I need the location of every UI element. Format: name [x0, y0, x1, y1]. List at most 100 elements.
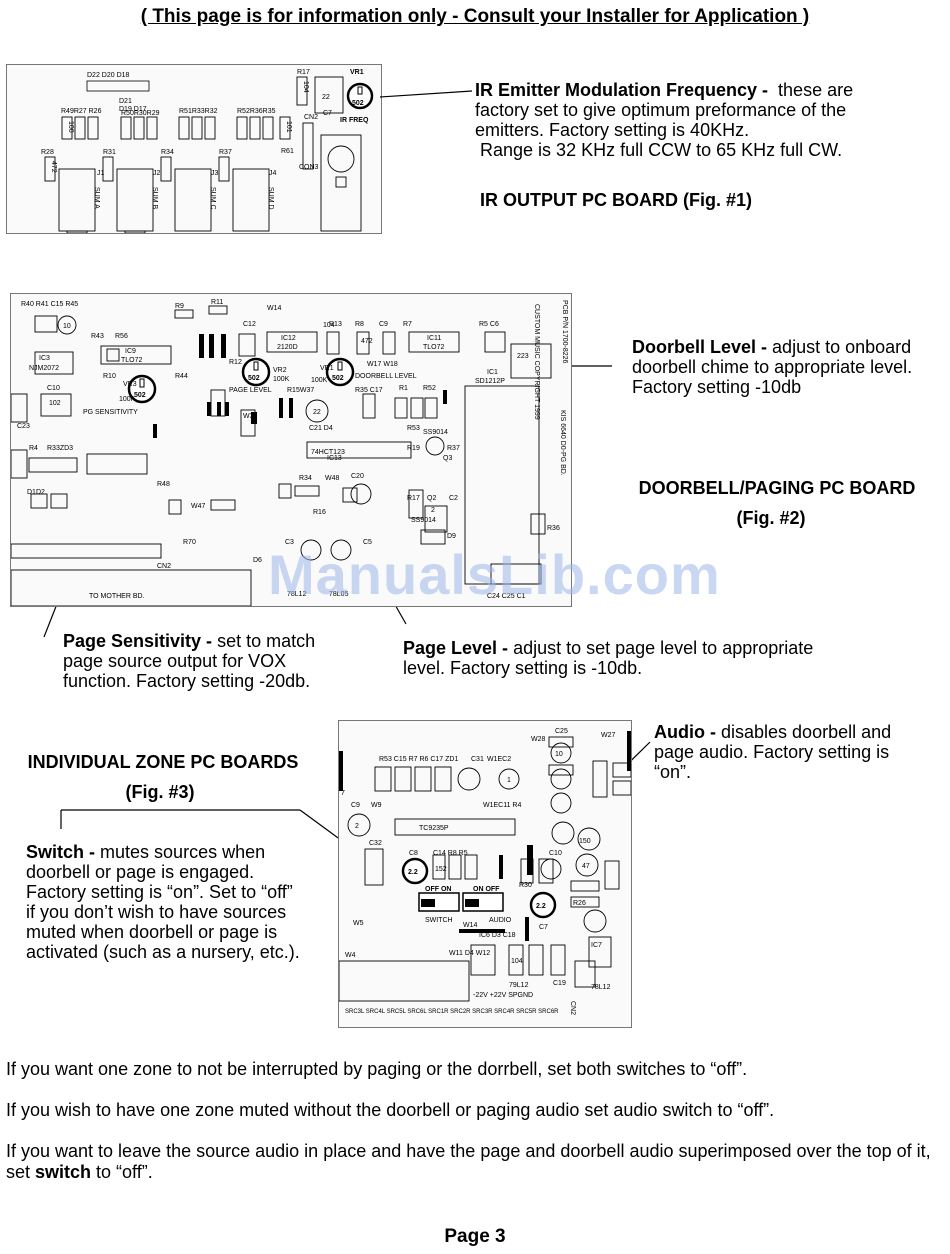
label-r34: R34 — [161, 149, 174, 156]
label-r61: R61 — [281, 148, 294, 155]
label-r9: R9 — [175, 303, 184, 310]
vr1-value-2: 502 — [332, 375, 344, 382]
audio-note-line-2: page audio. Factory setting is — [654, 742, 890, 762]
label-tl072b: TLO72 — [423, 344, 445, 351]
instruction-2: If you wish to have one zone muted witho… — [6, 1100, 775, 1120]
label-c9: C9 — [351, 802, 360, 809]
value-10: 10 — [63, 323, 71, 330]
label-w11: W11 D4 W12 — [449, 950, 490, 957]
label-c31: C31 — [471, 756, 484, 763]
label-w33: W33 — [243, 413, 258, 420]
label-ic12-val: 2120D — [277, 344, 298, 351]
label-d-row3: D19 D17 — [119, 106, 147, 113]
label-vr3-k: 100K — [119, 396, 136, 403]
label-j3: J3 — [211, 170, 219, 177]
instruction-3-bold: switch — [35, 1162, 92, 1182]
label-d-row: D22 D20 D18 — [87, 72, 130, 79]
label-r19: R19 — [407, 445, 420, 452]
label-r28: R28 — [41, 149, 54, 156]
value-472: 472 — [361, 338, 373, 345]
label-r53: R53 C15 R7 R6 C17 ZD1 — [379, 756, 458, 763]
label-r17: R17 — [407, 495, 420, 502]
label-c23: C23 — [17, 423, 30, 430]
label-sum-d: SUM D — [267, 187, 274, 210]
label-r30: R30 — [519, 882, 532, 889]
label-r-row1: R49R27 R26 — [61, 108, 102, 115]
label-ss9014b: SS9014 — [411, 517, 436, 524]
switch-note-line-1: mutes sources when — [100, 842, 266, 862]
label-vr3: VR3 — [123, 381, 137, 388]
page-level-line-2: level. Factory setting is -10db. — [403, 658, 643, 678]
value-102: 102 — [49, 400, 61, 407]
vr1-doorbell-potentiometer — [325, 357, 355, 387]
label-r8: R8 — [355, 321, 364, 328]
doorbell-board-diagram: 502 502 502 VR3 100K PG SENSITIVITY VR2 … — [11, 299, 568, 606]
vr1-value: 502 — [352, 100, 364, 107]
ir-freq-note-title: IR Emitter Modulation Frequency - — [475, 80, 769, 100]
doorbell-level-line-1: adjust to onboard — [772, 337, 912, 357]
switch-note-line-6: activated (such as a nursery, etc.). — [26, 942, 300, 962]
label-c19: C19 — [553, 980, 566, 987]
label-ir-freq: IR FREQ — [340, 117, 369, 124]
label-r37: R37 — [447, 445, 460, 452]
label-r10: R10 — [103, 373, 116, 380]
page-level-line-1: adjust to set page level to appropriate — [513, 638, 814, 658]
label-w1: W1EC2 — [487, 756, 511, 763]
label-r53: R53 — [407, 425, 420, 432]
label-cn2: CN2 — [157, 563, 171, 570]
value-104: 104 — [511, 958, 523, 965]
zone-board-image: OFF ON SWITCH ON OFF AUDIO TC9235P R53 C… — [338, 720, 632, 1028]
page-level-note: Page Level - adjust to set page level to… — [403, 638, 903, 678]
ir-freq-note-line-3: emitters. Factory setting is 40KHz. — [475, 120, 750, 140]
label-pg-sensitivity: PG SENSITIVITY — [83, 409, 138, 416]
label-c24: C24 C25 C1 — [487, 593, 526, 600]
label-r11: R11 — [211, 299, 223, 306]
label-c20: C20 — [351, 473, 364, 480]
value-152: 152 — [435, 866, 447, 873]
label-ic1: IC1 — [487, 369, 498, 376]
label-d6: D6 — [253, 557, 262, 564]
label-101: 101 — [285, 121, 292, 133]
label-472: 472 — [50, 161, 57, 173]
value-223: 223 — [517, 353, 529, 360]
switch-note-title: Switch - — [26, 842, 96, 862]
page-sensitivity-line-3: function. Factory setting -20db. — [63, 671, 311, 691]
value-2-2b: 2.2 — [536, 903, 546, 910]
label-104: 104 — [302, 81, 309, 93]
value-1: 1 — [507, 777, 511, 784]
label-pcb-pn: PCB P/N 1700-8226 — [561, 300, 568, 364]
label-r17: R17 — [297, 69, 310, 76]
label-copyright: CUSTOM MUSIC COPYRIGHT 1999 — [533, 304, 540, 420]
value-7: 7 — [341, 790, 345, 797]
label-r40: R40 R41 C15 R45 — [21, 301, 78, 308]
switch-note-line-4: if you don’t wish to have sources — [26, 902, 287, 922]
label-r48: R48 — [157, 481, 170, 488]
label-cn2: CN2 — [569, 1001, 576, 1015]
label-r12: R12 — [229, 359, 242, 366]
fig2-caption: DOORBELL/PAGING PC BOARD — [638, 478, 916, 498]
label-vr2-k: 100K — [273, 376, 290, 383]
value-2: 2 — [355, 823, 359, 830]
label-r5: R5 C6 — [479, 321, 499, 328]
switch-note-line-3: Factory setting is “on”. Set to “off” — [26, 882, 293, 902]
label-r-row2: R50R30R29 — [121, 110, 160, 117]
label-sum-c: SUM C — [209, 187, 216, 210]
label-r31: R31 — [103, 149, 116, 156]
label-njm: NJM2072 — [29, 365, 59, 372]
ir-freq-note-line-4: Range is 32 KHz full CCW to 65 KHz full … — [480, 140, 843, 160]
label-off-on: OFF ON — [425, 886, 451, 893]
label-c14: C14 R8 R5 — [433, 850, 468, 857]
label-w5: W5 — [353, 920, 364, 927]
label-ic1-val: SD1212P — [475, 378, 505, 385]
audio-note-line-1: disables doorbell and — [721, 722, 892, 742]
label-c7: C7 — [539, 924, 548, 931]
label-c10: C10 — [47, 385, 60, 392]
label-vr2: VR2 — [273, 367, 287, 374]
instruction-3-after: to “off”. — [91, 1162, 153, 1182]
label-r56: R56 — [115, 333, 128, 340]
page-sensitivity-line-1: set to match — [217, 631, 316, 651]
label-ic13b: IC13 — [327, 455, 342, 462]
label-q3: Q3 — [443, 455, 452, 462]
doorbell-level-note: Doorbell Level - adjust to onboard doorb… — [632, 337, 942, 397]
label-tl072: TLO72 — [121, 357, 143, 364]
